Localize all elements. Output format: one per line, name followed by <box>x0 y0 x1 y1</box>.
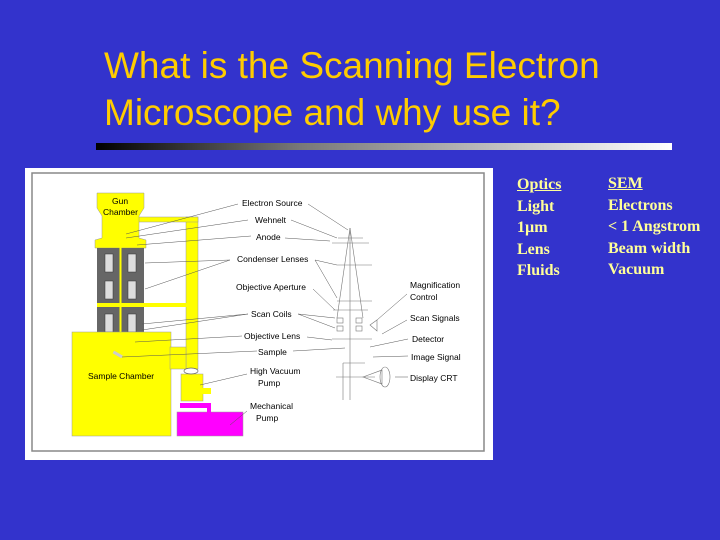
sem-item: Electrons <box>608 196 673 214</box>
label-sample-chamber: Sample Chamber <box>88 371 154 381</box>
sem-item: Beam width <box>608 239 691 257</box>
label-mechanical-pump-2: Pump <box>256 413 278 423</box>
label-magnification-control-2: Control <box>410 292 438 302</box>
title-line-2: Microscope and why use it? <box>104 92 561 133</box>
optics-column: Optics Light 1µm Lens Fluids <box>517 174 561 282</box>
optics-item: Lens <box>517 240 550 258</box>
label-magnification-control: Magnification <box>410 280 460 290</box>
label-gun-chamber-2: Chamber <box>103 207 138 217</box>
sem-header: SEM <box>608 175 643 192</box>
label-anode: Anode <box>256 232 281 242</box>
title-line-1: What is the Scanning Electron <box>104 45 600 86</box>
label-mechanical-pump: Mechanical <box>250 401 293 411</box>
label-sample: Sample <box>258 347 287 357</box>
optics-item: Light <box>517 197 555 215</box>
optics-schematic <box>332 227 391 400</box>
label-image-signal: Image Signal <box>411 352 461 362</box>
label-gun-chamber: Gun <box>112 196 128 206</box>
optics-item: Fluids <box>517 262 560 279</box>
label-scan-signals: Scan Signals <box>410 313 460 323</box>
sem-diagram: Gun Chamber Electron Source Wehnelt Anod… <box>25 168 493 460</box>
label-objective-aperture: Objective Aperture <box>236 282 306 292</box>
title-divider <box>96 143 672 150</box>
label-electron-source: Electron Source <box>242 198 303 208</box>
optics-item: 1µm <box>517 219 548 236</box>
sem-column-list: SEM Electrons < 1 Angstrom Beam width Va… <box>608 173 700 281</box>
sem-item: Vacuum <box>608 261 665 278</box>
label-high-vacuum-pump-2: Pump <box>258 378 280 388</box>
label-detector: Detector <box>412 334 444 344</box>
label-wehnelt: Wehnelt <box>255 215 287 225</box>
label-scan-coils: Scan Coils <box>251 309 292 319</box>
leader-lines <box>121 203 409 426</box>
sem-item: < 1 Angstrom <box>608 218 701 235</box>
label-condenser-lenses: Condenser Lenses <box>237 254 308 264</box>
label-high-vacuum-pump: High Vacuum <box>250 366 300 376</box>
sem-column <box>71 192 244 437</box>
label-objective-lens: Objective Lens <box>244 331 300 341</box>
label-display-crt: Display CRT <box>410 373 458 383</box>
optics-header: Optics <box>517 176 562 193</box>
